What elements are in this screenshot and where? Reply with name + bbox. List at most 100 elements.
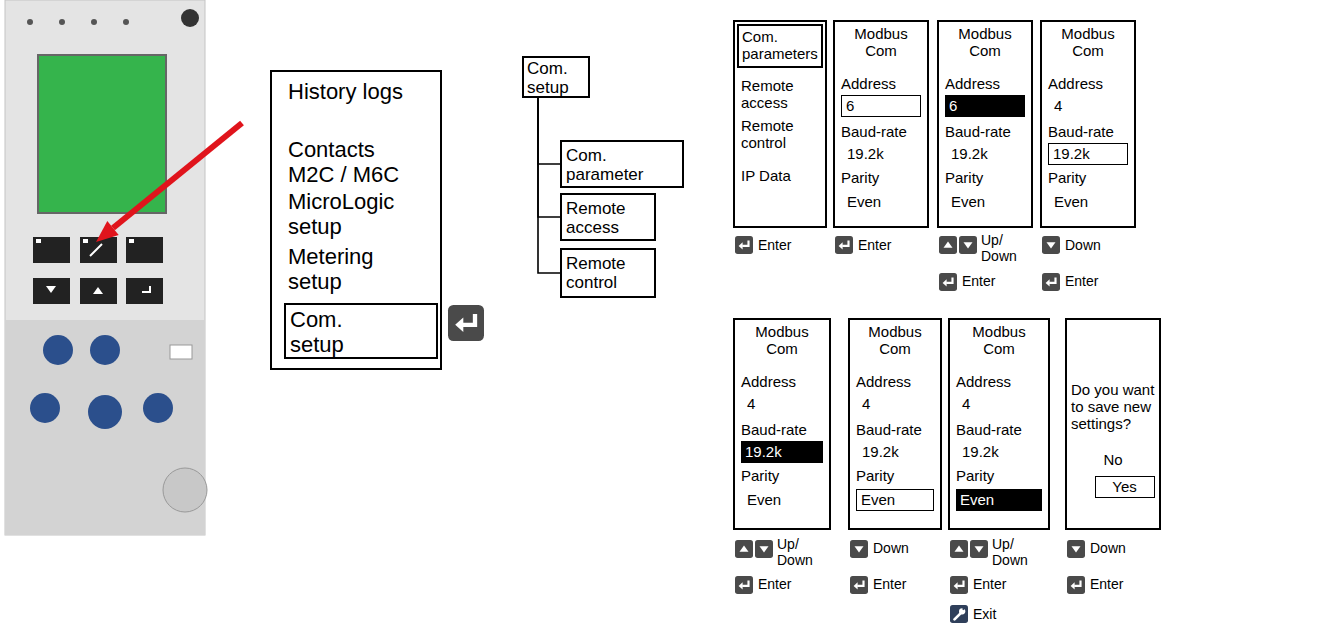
node-text: Contacts M2C / M6C (288, 138, 406, 187)
selected-menu-item: Com. setup (284, 303, 438, 359)
tree-box: Remote access (560, 193, 656, 241)
tree-box: Com. setup (522, 56, 590, 98)
node-text: Com. parameters (742, 29, 820, 63)
node-text: Modbus Com (864, 324, 926, 358)
lcd-screen: Modbus ComAddress 4Baud-rate 19.2kParityEv… (948, 318, 1050, 530)
button-caption: Up/ Down (777, 537, 821, 568)
node-text: Parity (741, 468, 829, 485)
tree-connector (538, 98, 560, 273)
node-text: Even (847, 194, 923, 211)
node-text: 4 (862, 396, 936, 413)
lcd-screen: Modbus ComAddress4Baud-rateParityEven19.… (733, 318, 831, 530)
selected-field: Even (856, 489, 934, 511)
node-text: 4 (962, 396, 1044, 413)
node-text: Address (856, 374, 940, 391)
node-text: Modbus Com (968, 324, 1030, 358)
button-caption: Enter (758, 238, 818, 254)
node-text: Com. setup (290, 308, 390, 357)
selected-field: Yes (1095, 476, 1155, 498)
button-caption: Enter (962, 274, 1022, 290)
node-text: Remote access (566, 199, 646, 237)
tree-box: Com. parameter (560, 140, 684, 188)
selected-field: Com. parameters (737, 24, 823, 68)
node-text: Baud-rate (945, 124, 1031, 141)
node-text: 19.2k (951, 146, 1027, 163)
node-text: Even (951, 194, 1027, 211)
button-caption: Enter (758, 577, 818, 593)
node-text: Baud-rate (841, 124, 927, 141)
button-caption: Down (1090, 541, 1150, 557)
highlighted-field: 6 (945, 95, 1025, 117)
button-caption: Up/ Down (992, 537, 1036, 568)
node-text: 6 (846, 98, 918, 115)
node-text: Com. setup (527, 59, 587, 97)
button-caption: Down (1065, 238, 1125, 254)
trip-unit-photo (5, 0, 207, 535)
node-text: Baud-rate (956, 422, 1048, 439)
node-text: 19.2k (745, 444, 819, 461)
node-text: Address (741, 374, 829, 391)
node-text: Yes (1096, 479, 1153, 496)
lcd-screen: Modbus ComAddressBaud-rate19.2kParityEve… (937, 20, 1033, 228)
node-text: Metering setup (288, 245, 406, 294)
node-text: Baud-rate (856, 422, 940, 439)
lcd-screen: Remote accessRemote control IP Data Com. p… (733, 20, 827, 228)
node-text: Modbus Com (954, 26, 1016, 60)
node-text: Com. parameter (566, 146, 666, 184)
button-caption: Enter (873, 577, 933, 593)
button-caption: Enter (858, 238, 918, 254)
node-text: Modbus Com (1057, 26, 1119, 60)
node-text: 19.2k (862, 444, 936, 461)
node-text: 6 (949, 98, 1021, 115)
button-caption: Enter (1090, 577, 1150, 593)
node-text: History logs (288, 80, 406, 105)
key-icons (735, 236, 1085, 623)
node-text: Address (1048, 76, 1134, 93)
node-text: IP Data (741, 168, 821, 185)
highlighted-field: 19.2k (741, 441, 823, 463)
node-text: Address (956, 374, 1048, 391)
button-caption: Enter (973, 577, 1033, 593)
node-text: 4 (1054, 98, 1130, 115)
button-caption: Down (873, 541, 933, 557)
lcd-screen: Modbus ComAddressBaud-rate19.2kParityEve… (833, 20, 929, 228)
enter-key-icon (448, 305, 484, 341)
selected-field: 19.2k (1048, 143, 1128, 165)
node-text: No (1067, 452, 1159, 469)
lcd-screen: Do you want to save new settings? NoYes (1065, 318, 1161, 530)
node-text: Even (861, 492, 931, 509)
node-text: Parity (945, 170, 1031, 187)
node-text: Parity (856, 468, 940, 485)
tree-connector (538, 98, 560, 217)
tree-box: Remote control (560, 248, 656, 298)
pointer-arrow (96, 123, 242, 242)
node-text: 19.2k (962, 444, 1044, 461)
node-text: Do you want to save new settings? (1071, 382, 1159, 432)
lcd-screen: Modbus ComAddress4Baud-rateParityEven19.… (1040, 20, 1136, 228)
button-caption: Up/ Down (981, 233, 1025, 264)
node-text: Remote control (741, 118, 811, 152)
button-caption: Exit (973, 607, 1033, 623)
lcd-screen: Modbus ComAddress 4Baud-rate 19.2kParityEv… (848, 318, 942, 530)
node-text: Remote access (741, 78, 811, 112)
node-text: 19.2k (1053, 146, 1125, 163)
tree-connector (538, 98, 560, 164)
menu-box: History logsContacts M2C / M6CMicroLogic… (270, 70, 442, 370)
node-text: Parity (841, 170, 927, 187)
node-text: MicroLogic setup (288, 190, 406, 239)
node-text: 4 (747, 396, 825, 413)
node-text: Even (960, 492, 1038, 509)
highlighted-field: Even (956, 489, 1042, 511)
button-caption: Enter (1065, 274, 1125, 290)
node-text: Parity (956, 468, 1048, 485)
node-text: 19.2k (847, 146, 923, 163)
node-text: Remote control (566, 254, 646, 292)
node-text: Baud-rate (741, 422, 829, 439)
node-text: Parity (1048, 170, 1134, 187)
node-text: Even (747, 492, 825, 509)
node-text: Baud-rate (1048, 124, 1134, 141)
node-text: Address (841, 76, 927, 93)
selected-field: 6 (841, 95, 921, 117)
